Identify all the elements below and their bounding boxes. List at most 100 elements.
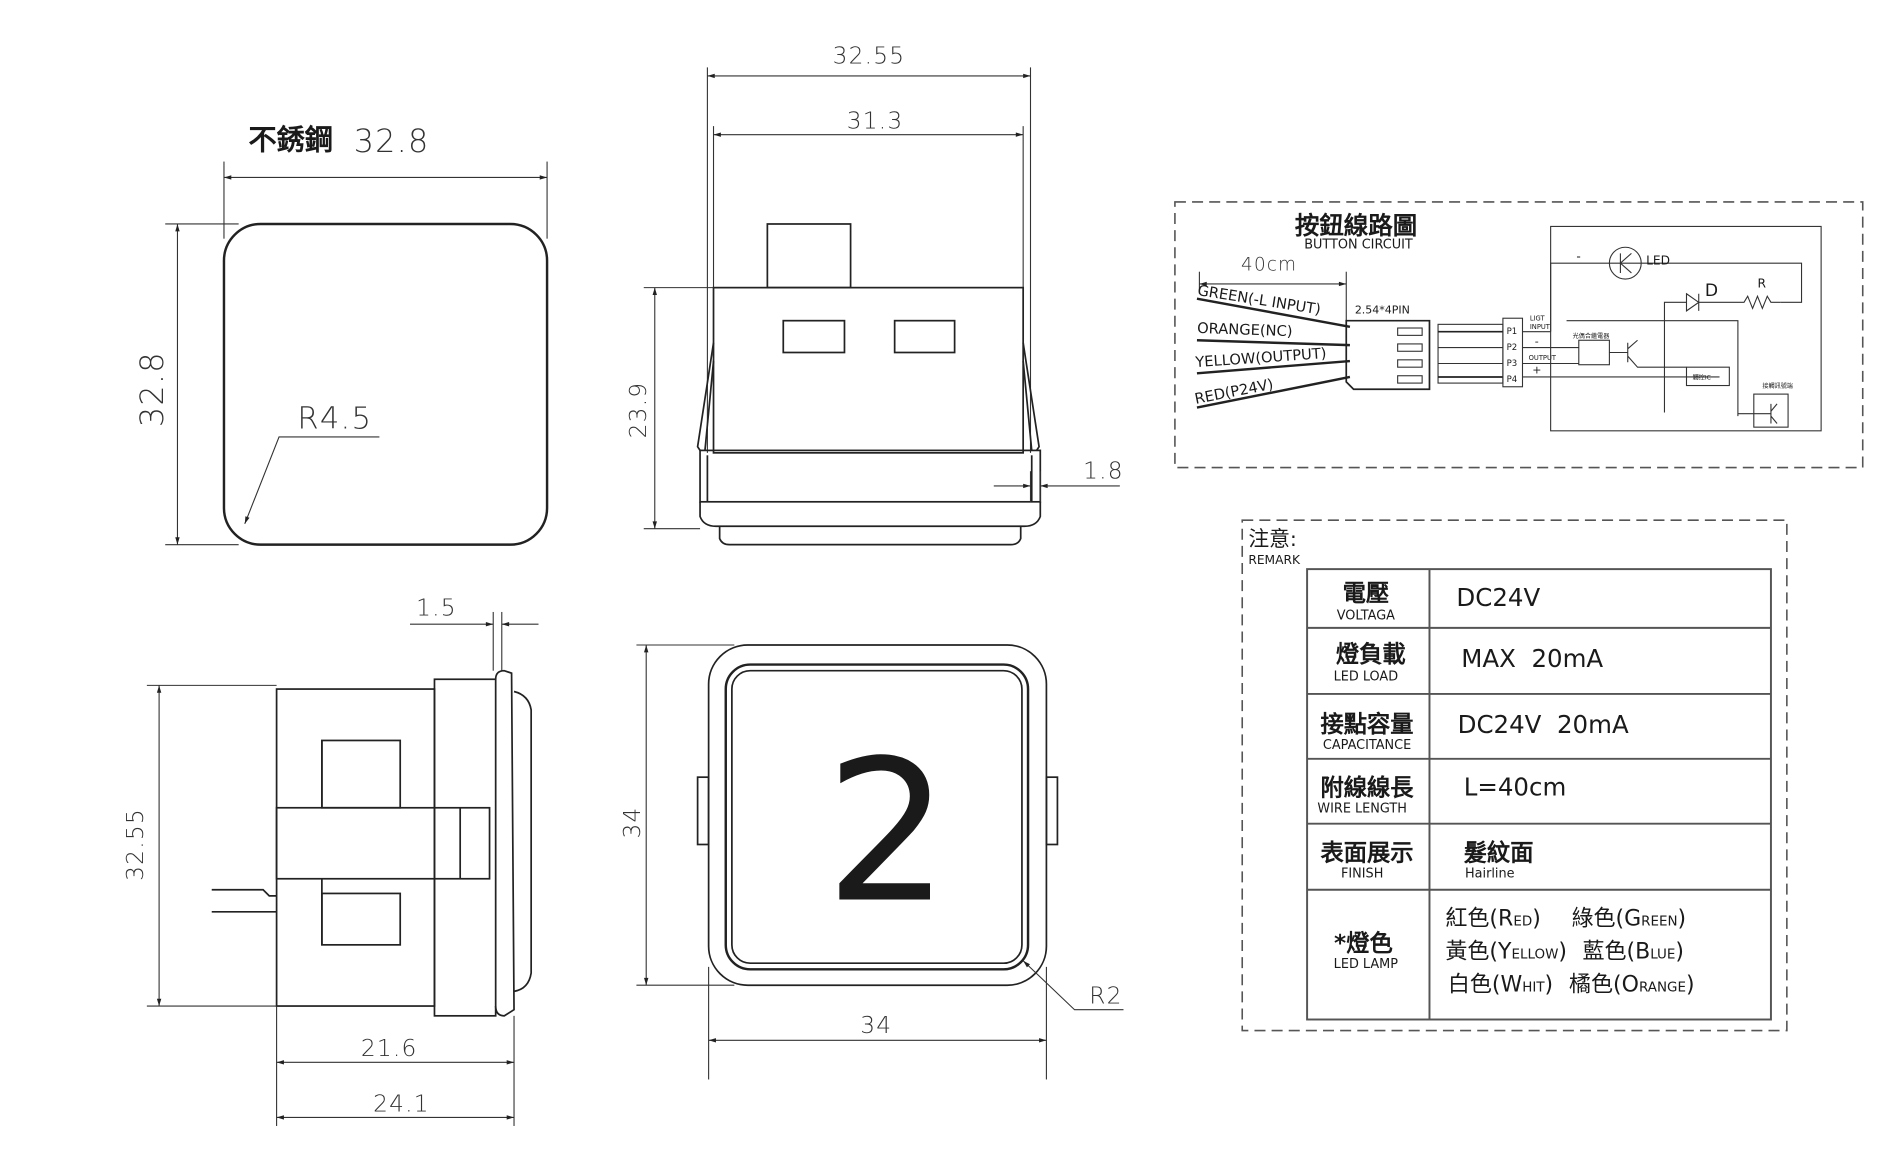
- side-view: 32.55 31.3 23.9 1.8: [625, 43, 1123, 546]
- wire-length-label: 40cm: [1241, 254, 1297, 275]
- row-label-en: WIRE LENGTH: [1317, 802, 1407, 817]
- top-width-dim-label: 32.8: [354, 122, 430, 160]
- led-icon: [1608, 246, 1642, 280]
- table-row-finish: 表面展示 FINISH 髮紋面 Hairline: [1321, 839, 1534, 881]
- pin-header: [1502, 317, 1524, 388]
- pin-label: P1: [1507, 327, 1518, 337]
- bezel: [699, 501, 1042, 528]
- row-label: 表面展示: [1321, 839, 1414, 866]
- row-value-en: Hairline: [1465, 867, 1515, 882]
- radius-leader: [1022, 960, 1124, 1011]
- row-value: DC24V: [1456, 583, 1540, 612]
- bezel-outline: [494, 669, 515, 1017]
- tab-section: [275, 806, 491, 880]
- circuit-frame: [1174, 201, 1864, 469]
- color-option-blue: 藍色(BLUE): [1582, 939, 1684, 964]
- row-label: 電壓: [1343, 580, 1390, 607]
- circuit-board: [1550, 225, 1822, 432]
- bezel-outer: [707, 644, 1048, 987]
- optocoupler-label: 光偶合繼電器: [1573, 332, 1610, 340]
- top-view: 不銹鋼 32.8 32.8 R4.5: [133, 122, 549, 546]
- side-clip: [1045, 776, 1059, 846]
- connector-label: 2.54*4PIN: [1355, 303, 1410, 316]
- pin-label: P2: [1507, 343, 1518, 353]
- touch-symbol: [1737, 403, 1778, 424]
- inner-width-label: 31.3: [847, 108, 904, 135]
- touch-label: 接觸訊號端: [1762, 382, 1793, 390]
- connector-slot: [1397, 359, 1423, 368]
- row-value: 髮紋面: [1464, 839, 1534, 866]
- outer-width-label: 32.55: [833, 43, 906, 70]
- resistor-icon: [1698, 294, 1781, 310]
- connector-slot: [1397, 327, 1423, 336]
- wire-label: ORANGE(NC): [1197, 320, 1293, 340]
- trace: [1566, 320, 1739, 417]
- button-face: [513, 690, 533, 993]
- connector-tab: [766, 223, 852, 289]
- wire-label: GREEN(-L INPUT): [1196, 282, 1322, 318]
- top-height-dim-label: 32.8: [133, 351, 171, 427]
- bezel-inner: [724, 663, 1030, 971]
- resistor-label: R: [1757, 277, 1766, 291]
- clip-left: [696, 342, 715, 451]
- button-cap: [718, 526, 1022, 546]
- row-label-en: LED LAMP: [1334, 957, 1399, 972]
- row-label-en: FINISH: [1341, 867, 1383, 882]
- clip-left-inner: [704, 360, 715, 451]
- row-label: *燈色: [1334, 930, 1393, 957]
- cable-bundle: [1437, 323, 1504, 384]
- row-value: DC24V 20mA: [1458, 710, 1629, 739]
- profile-height-label: 32.55: [122, 808, 149, 881]
- color-option-red: 紅色(RED): [1445, 906, 1540, 931]
- row-label-en: CAPACITANCE: [1323, 738, 1411, 753]
- remark-subtitle: REMARK: [1248, 553, 1301, 567]
- front-width-label: 34: [860, 1012, 892, 1039]
- flange: [699, 449, 1042, 503]
- floor-digit: 2: [825, 719, 950, 947]
- total-depth-label: 24.1: [373, 1090, 430, 1117]
- minus-label: -: [1576, 250, 1580, 264]
- color-option-yellow: 黃色(YELLOW): [1445, 939, 1567, 964]
- front-view: 2 34 34 R2: [619, 644, 1124, 1080]
- remark-frame: [1241, 519, 1788, 1032]
- connector: [1345, 319, 1431, 391]
- diode-icon: [1685, 292, 1700, 312]
- window: [893, 319, 956, 354]
- row-label-en: LED LOAD: [1334, 669, 1399, 684]
- pin-note: LIGT: [1530, 315, 1546, 323]
- wires: GREEN(-L INPUT) ORANGE(NC) YELLOW(OUTPUT…: [1193, 282, 1351, 409]
- circuit-subtitle: BUTTON CIRCUIT: [1304, 237, 1413, 252]
- led-label: LED: [1646, 253, 1670, 267]
- pin-note: +: [1532, 363, 1541, 376]
- table-row-led-lamp: *燈色 LED LAMP 紅色(RED) 綠色(GREEN) 黃色(YELLOW…: [1334, 906, 1695, 997]
- window: [782, 319, 846, 354]
- wire-label: RED(P24V): [1193, 376, 1275, 408]
- clip-right-inner: [1022, 360, 1033, 451]
- ic-label: 觸控IC: [1693, 373, 1711, 381]
- color-option-orange: 橘色(ORANGE): [1569, 972, 1695, 997]
- optocoupler-box: [1578, 339, 1610, 366]
- pin: [211, 888, 277, 897]
- side-clip: [696, 776, 710, 846]
- diode-trace: [1663, 301, 1687, 413]
- radius-leader: [244, 436, 380, 525]
- housing-body: [712, 286, 1025, 454]
- pin-label: P3: [1507, 359, 1518, 369]
- color-option-green: 綠色(GREEN): [1571, 906, 1686, 931]
- button-face: [731, 669, 1023, 965]
- touch-sensor: [1753, 393, 1789, 428]
- wire-red: [1196, 375, 1351, 409]
- touch-ic: [1685, 366, 1730, 387]
- remark-title: 注意:: [1248, 527, 1297, 551]
- flange-outline: [433, 678, 497, 1017]
- diode-label: D: [1705, 281, 1718, 301]
- wire-yellow: [1196, 359, 1351, 375]
- color-option-white: 白色(WHIT): [1448, 972, 1553, 997]
- row-label-en: VOLTAGA: [1337, 608, 1395, 623]
- transistor-icon: [1627, 339, 1687, 368]
- row-label: 附線線長: [1321, 775, 1415, 802]
- pin-label: P4: [1507, 375, 1518, 385]
- pin-labels: P1 P2 P3 P4 LIGT INPUT - OUTPUT +: [1507, 315, 1557, 385]
- table-row-led-load: 燈負載 LED LOAD MAX 20mA: [1334, 641, 1604, 684]
